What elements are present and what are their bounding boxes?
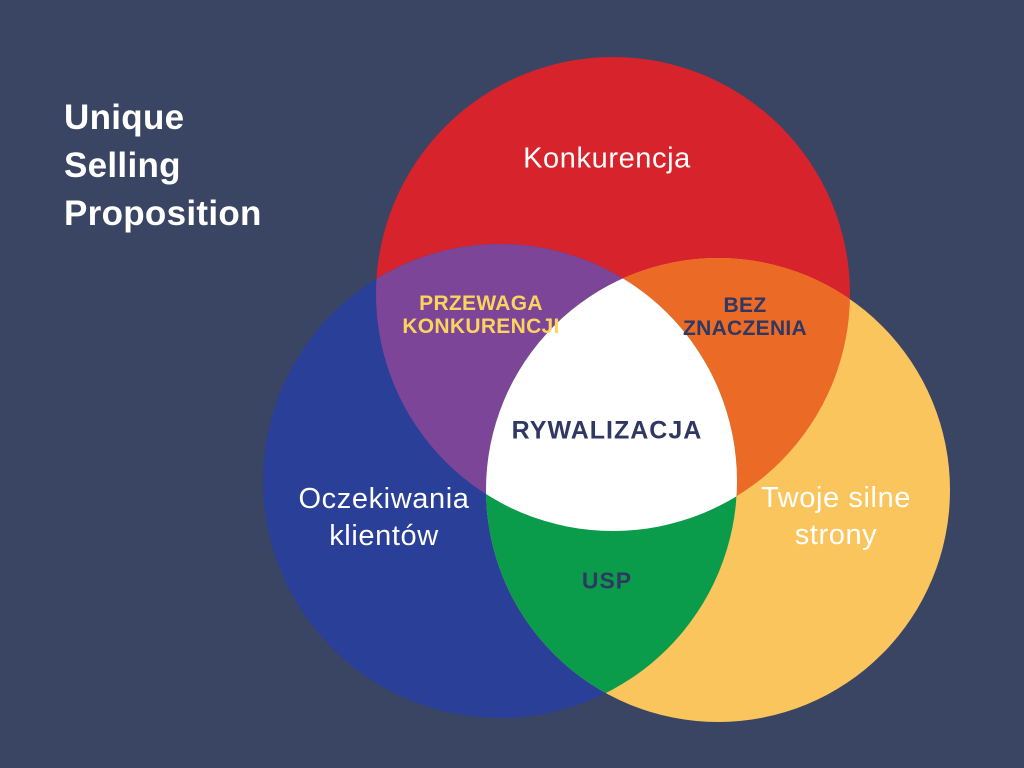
label-usp: USP <box>581 567 633 594</box>
region-rywalizacja-center <box>486 258 737 531</box>
label-twoje-silne-strony: Twoje silne strony <box>760 482 912 551</box>
label-rywalizacja: RYWALIZACJA <box>511 416 703 445</box>
label-konkurencja: Konkurencja <box>523 142 691 175</box>
label-oczekiwania-klientow: Oczekiwania klientów <box>298 483 470 552</box>
page-title: Unique Selling Proposition <box>64 98 262 233</box>
label-bez-znaczenia: BEZ ZNACZENIA <box>682 294 808 340</box>
label-przewaga-konkurencji: PRZEWAGA KONKURENCJI <box>402 292 560 338</box>
